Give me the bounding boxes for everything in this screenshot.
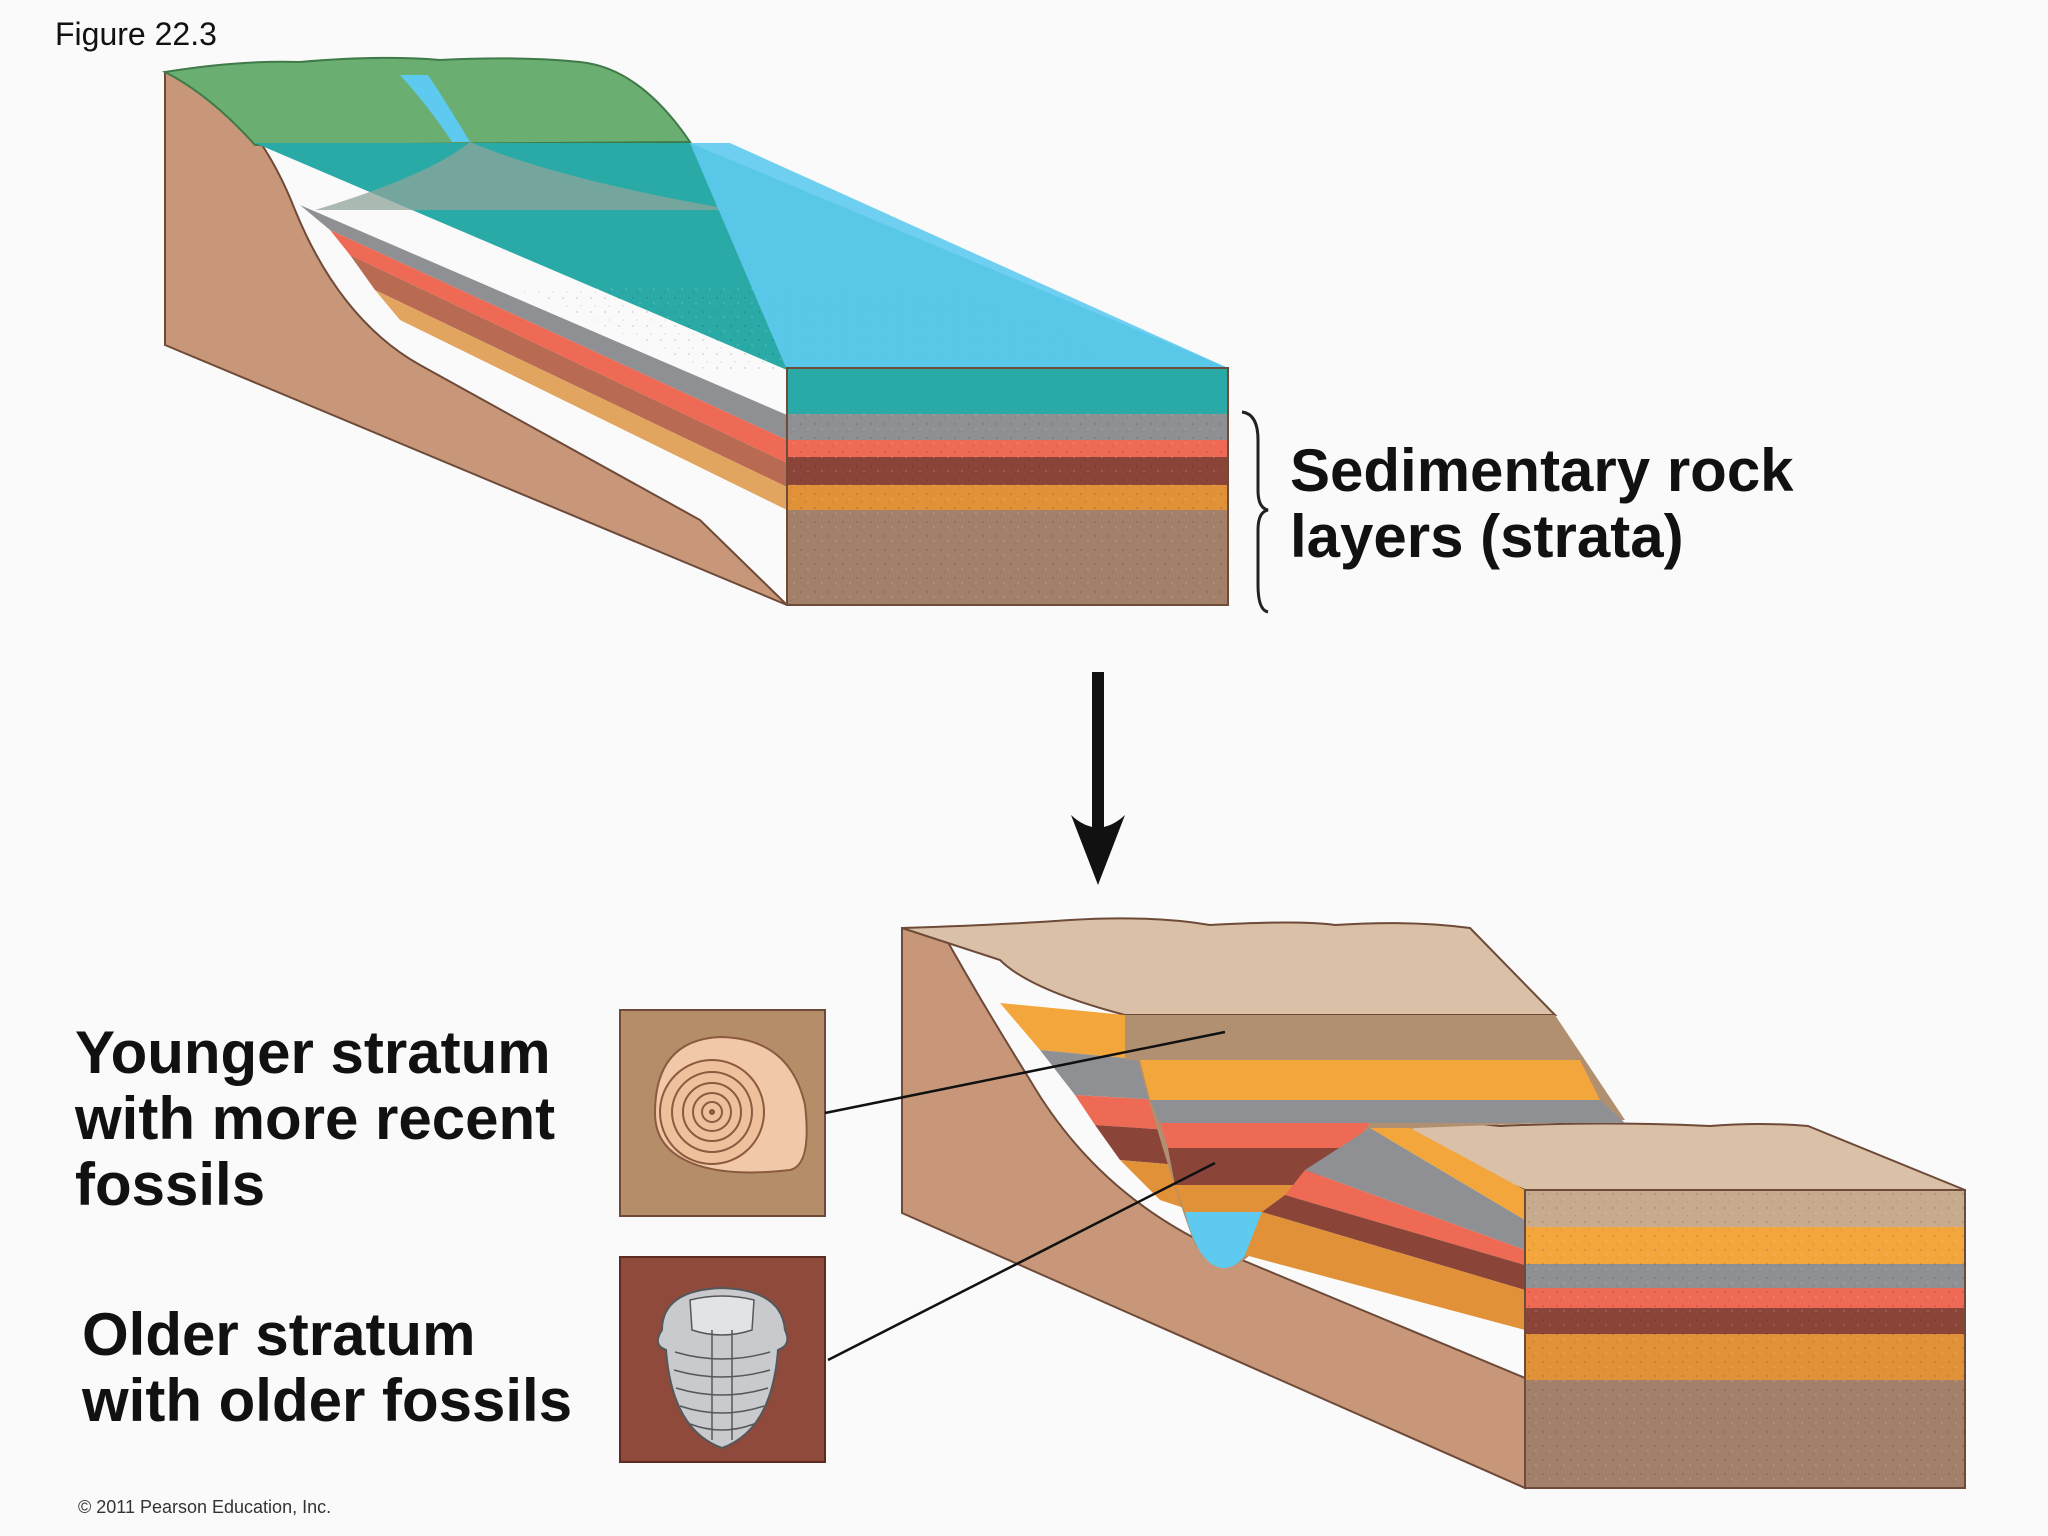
bottom-block-diagram <box>901 917 1966 1490</box>
right-slope-bands-salmon <box>1285 1170 1525 1265</box>
younger-fossil-box <box>619 1009 826 1217</box>
right-slope-bands-red <box>1262 1195 1525 1290</box>
older-fossil-box <box>619 1256 826 1463</box>
top-front-water <box>787 368 1228 414</box>
older-stratum-label: Older stratum with older fossils <box>82 1302 572 1434</box>
top-band-orange <box>375 290 787 510</box>
younger-label-line2: with more recent <box>75 1085 556 1152</box>
sedimentary-label-line2: layers (strata) <box>1290 503 1684 570</box>
top-band-salmon <box>330 230 787 463</box>
valley-band-gray <box>1150 1100 1625 1123</box>
right-slope-bands-gray <box>1305 1128 1525 1250</box>
bottom-band-orange-left <box>1000 1003 1145 1060</box>
sedimentary-label-line1: Sedimentary rock <box>1290 437 1794 504</box>
older-label-line2: with older fossils <box>82 1367 573 1434</box>
strata-brace <box>1241 410 1269 614</box>
younger-pointer-line <box>824 1030 1226 1115</box>
top-block-diagram <box>161 56 1229 606</box>
bottom-band-red-left <box>1095 1125 1178 1165</box>
top-river <box>400 75 470 142</box>
valley-band-brown <box>1125 1015 1555 1060</box>
copyright: © 2011 Pearson Education, Inc. <box>78 1497 332 1517</box>
ammonite-shell-icon <box>653 1035 808 1174</box>
younger-stratum-label: Younger stratum with more recent fossils <box>75 1020 555 1218</box>
older-label-line1: Older stratum <box>82 1301 476 1368</box>
right-slope-bands-base <box>1245 1212 1525 1330</box>
top-band-redbrown <box>350 255 787 487</box>
younger-label-line3: fossils <box>75 1151 266 1218</box>
sedimentary-label: Sedimentary rock layers (strata) <box>1290 438 1794 570</box>
valley-band-orange <box>1140 1060 1600 1100</box>
top-band-gray <box>300 205 787 440</box>
valley-stream <box>1185 1212 1262 1269</box>
older-pointer-line <box>827 1161 1216 1362</box>
right-slope-bands-orange <box>1370 1128 1525 1220</box>
top-delta <box>315 142 735 210</box>
top-water-side <box>690 143 1228 410</box>
valley-band-salmon <box>1160 1123 1370 1148</box>
down-arrow-icon <box>1071 672 1125 885</box>
bottom-top-surface <box>901 917 1558 1016</box>
bottom-band-salmon-left <box>1075 1095 1170 1130</box>
trilobite-icon <box>656 1286 789 1450</box>
younger-label-line1: Younger stratum <box>75 1019 551 1086</box>
figure-label: Figure 22.3 <box>55 16 217 52</box>
